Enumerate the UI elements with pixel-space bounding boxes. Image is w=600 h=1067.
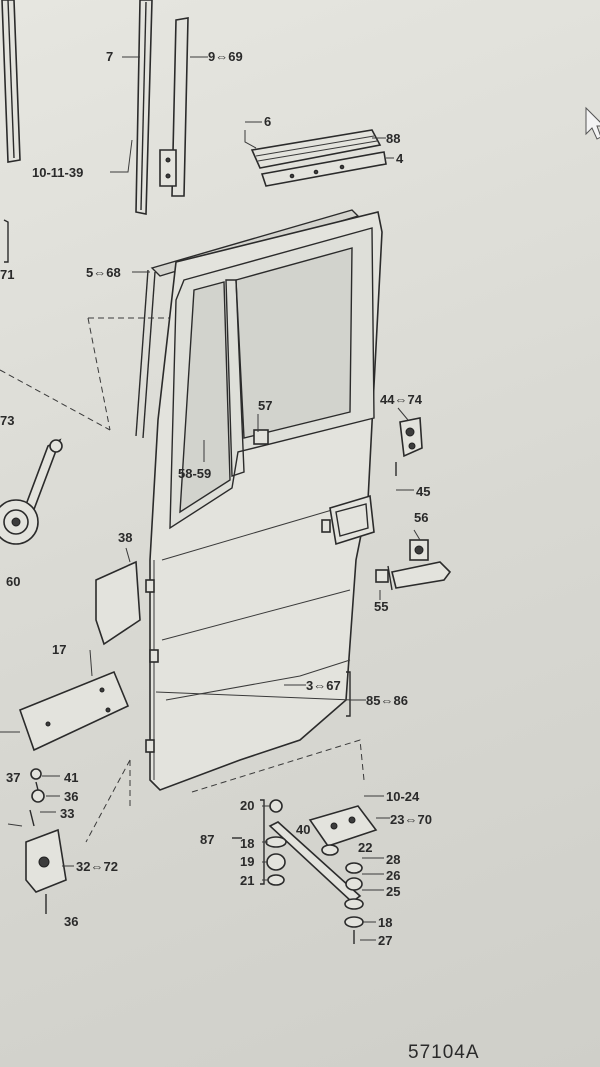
- weatherstrip-6-88: [250, 129, 387, 187]
- leader-85-86: [155, 691, 353, 701]
- callout-22: 22: [358, 840, 372, 855]
- callout-44-74: 44⇔74: [380, 392, 423, 407]
- window-regulator-60: [0, 438, 63, 545]
- callout-73: 73: [0, 413, 14, 428]
- callout-3-67: 3⇔67: [306, 678, 341, 693]
- callout-21: 21: [240, 873, 254, 888]
- check-strap-assembly: [232, 799, 378, 944]
- callout-4: 4: [396, 151, 404, 166]
- channel-9-69: [159, 17, 189, 197]
- seal-side: [135, 269, 149, 437]
- figure-number: 57104A: [408, 1042, 480, 1063]
- leader-56: [413, 529, 421, 541]
- callout-41: 41: [64, 770, 78, 785]
- callout-18-upper: 18: [240, 836, 254, 851]
- callout-60: 60: [6, 574, 20, 589]
- door-shell: [145, 211, 383, 791]
- callout-23-70: 23⇔70: [390, 812, 432, 827]
- callout-58-59: 58-59: [178, 466, 211, 481]
- callout-37: 37: [6, 770, 20, 785]
- leader-71: [3, 219, 9, 263]
- outer-handle-56: [375, 539, 452, 591]
- callout-40: 40: [296, 822, 310, 837]
- bracket-85-86: [346, 671, 351, 717]
- striker-44-74: [395, 417, 423, 476]
- callout-56: 56: [414, 510, 428, 525]
- callout-87: 87: [200, 832, 214, 847]
- cover-38: [95, 560, 141, 646]
- leader-17: [89, 649, 93, 677]
- trim-panel-17: [18, 670, 130, 752]
- window-channel-7: [135, 0, 153, 215]
- leader-38: [125, 547, 131, 563]
- callout-25: 25: [386, 884, 400, 899]
- callout-20: 20: [240, 798, 254, 813]
- ref-line-c: [0, 369, 111, 431]
- callout-36-lower: 36: [64, 914, 78, 929]
- ref-line-lower: [191, 739, 365, 793]
- leader-4b: [7, 823, 23, 827]
- callout-10-11-39: 10-11-39: [32, 165, 83, 180]
- seal-side-inner: [142, 271, 156, 439]
- callout-33: 33: [60, 806, 74, 821]
- callout-17: 17: [52, 642, 66, 657]
- callout-85-86: 85⇔86: [366, 693, 408, 708]
- left-edge-strip: [1, 0, 21, 163]
- hinge-32-72: [25, 768, 67, 914]
- callout-88: 88: [386, 131, 400, 146]
- callout-45: 45: [416, 484, 430, 499]
- callout-19: 19: [240, 854, 254, 869]
- callout-10-24: 10-24: [386, 789, 420, 804]
- callout-18-lower: 18: [378, 915, 392, 930]
- callout-36-upper: 36: [64, 789, 78, 804]
- callout-26: 26: [386, 868, 400, 883]
- ref-line-hinge: [85, 759, 131, 843]
- ref-line-b: [87, 317, 111, 431]
- mouse-cursor: [585, 106, 600, 140]
- callout-71: 71: [0, 267, 14, 282]
- callout-7: 7: [106, 49, 113, 64]
- leader-10-11-39: [110, 139, 133, 173]
- callout-6: 6: [264, 114, 271, 129]
- callout-27: 27: [378, 933, 392, 948]
- inner-handle: [321, 494, 375, 546]
- leader-6: [244, 130, 257, 149]
- callout-57: 57: [258, 398, 272, 413]
- callout-32-72: 32⇔72: [76, 859, 118, 874]
- callout-55: 55: [374, 599, 388, 614]
- callout-5-68: 5⇔68: [86, 265, 121, 280]
- callout-9-69: 9⇔69: [208, 49, 243, 64]
- leader-44-74: [397, 407, 409, 421]
- callout-38: 38: [118, 530, 132, 545]
- callout-28: 28: [386, 852, 400, 867]
